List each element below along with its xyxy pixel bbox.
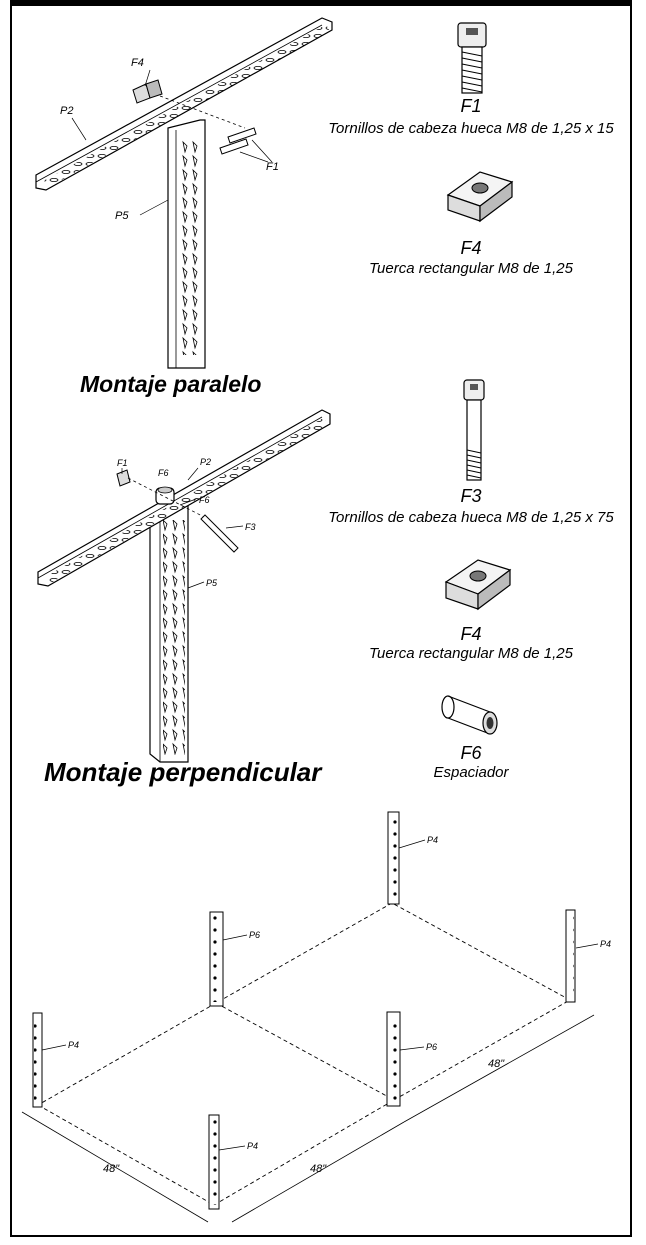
channel-p2 xyxy=(35,17,333,191)
label-f3: F3 xyxy=(245,522,256,532)
post-p4-left xyxy=(32,1012,43,1108)
dimension-right: 48" xyxy=(488,1058,505,1070)
long-bolt-icon xyxy=(463,379,485,481)
part-desc-f3: Tornillos de cabeza hueca M8 de 1,25 x 7… xyxy=(328,509,614,526)
label-f4: F4 xyxy=(131,57,144,69)
label-f6: F6 xyxy=(158,468,169,478)
label-f1: F1 xyxy=(266,161,279,173)
part-code-f4: F4 xyxy=(460,238,482,258)
label-f6-lower: F6 xyxy=(199,495,210,505)
spacer-icon xyxy=(441,695,498,735)
part-code-f1: F1 xyxy=(460,96,482,116)
label-p2: P2 xyxy=(60,105,73,117)
label-post-front: P4 xyxy=(247,1141,258,1151)
label-f1: F1 xyxy=(117,458,128,468)
part-code-f4-perp: F4 xyxy=(460,624,482,644)
upright-p5 xyxy=(149,499,189,763)
floor-layout: P4 P4 P6 P4 P6 P4 48" 48" 48" xyxy=(21,811,611,1223)
footprint-dashed xyxy=(37,902,571,1206)
label-post-back: P4 xyxy=(427,835,438,845)
short-bolt-icon xyxy=(457,22,487,94)
diagram-frame xyxy=(10,0,632,1237)
channel-p2 xyxy=(37,409,331,587)
post-p6-midright xyxy=(386,1011,401,1107)
part-desc-f1: Tornillos de cabeza hueca M8 de 1,25 x 1… xyxy=(328,120,614,137)
bolt-pair-f1 xyxy=(219,127,257,155)
perpendicular-assembly-title: Montaje perpendicular xyxy=(44,757,322,787)
post-p4-right xyxy=(565,909,576,1003)
post-leaders xyxy=(41,839,599,1151)
post-p4-front xyxy=(208,1114,220,1210)
parallel-assembly-title: Montaje paralelo xyxy=(80,371,262,397)
spacer-f6 xyxy=(155,486,175,505)
bolt-f3 xyxy=(200,514,239,553)
label-post-left: P4 xyxy=(68,1040,79,1050)
dimension-front: 48" xyxy=(310,1163,327,1175)
parallel-assembly: P2 P5 F4 F1 xyxy=(35,17,333,369)
post-p6-midleft xyxy=(209,911,224,1007)
rectangular-nut-icon xyxy=(444,559,512,611)
dimension-lines xyxy=(21,1014,595,1223)
nut-pair-f4 xyxy=(132,79,163,104)
label-p5: P5 xyxy=(115,210,129,222)
post-p4-back xyxy=(387,811,400,905)
nut-f1 xyxy=(116,469,131,487)
part-desc-f6: Espaciador xyxy=(433,764,509,781)
rectangular-nut-icon xyxy=(446,171,514,223)
label-p2: P2 xyxy=(200,457,211,467)
label-post-midleft: P6 xyxy=(249,930,260,940)
part-code-f6: F6 xyxy=(460,743,482,763)
upright-p5 xyxy=(167,119,206,369)
label-post-right: P4 xyxy=(600,939,611,949)
dimension-left: 48" xyxy=(103,1163,120,1175)
part-desc-f4: Tuerca rectangular M8 de 1,25 xyxy=(368,260,573,277)
part-desc-f4-perp: Tuerca rectangular M8 de 1,25 xyxy=(368,645,573,662)
perpendicular-assembly: F1 F6 P2 F6 F3 P5 xyxy=(37,409,331,763)
label-post-midright: P6 xyxy=(426,1042,437,1052)
label-p5: P5 xyxy=(206,578,218,588)
part-code-f3: F3 xyxy=(460,486,482,506)
